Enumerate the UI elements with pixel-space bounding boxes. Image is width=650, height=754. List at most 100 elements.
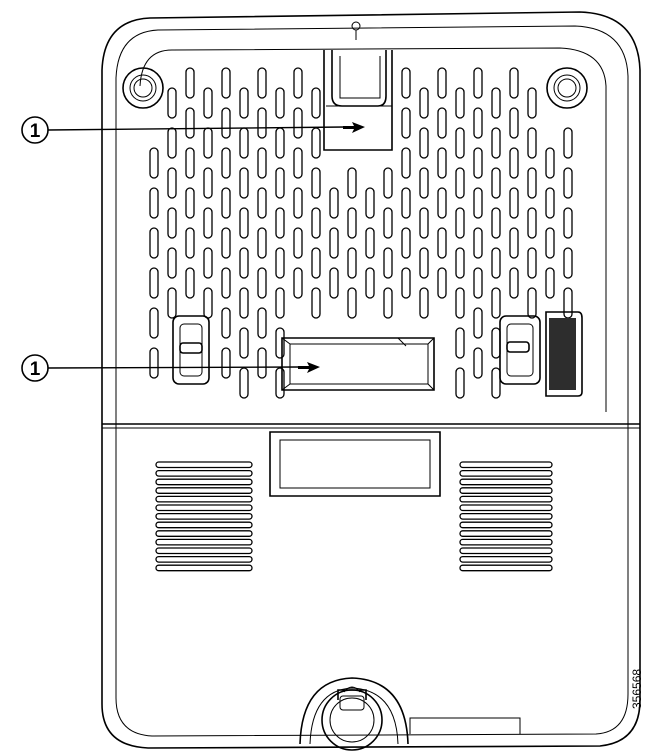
vent-slot [149, 147, 159, 179]
vent-slot [455, 327, 465, 359]
grille-slot [155, 530, 253, 537]
vent-slot [401, 187, 411, 219]
top-notch [351, 21, 361, 31]
vent-slot [293, 67, 303, 99]
grille-slot [155, 478, 253, 486]
grille-slot [459, 538, 553, 546]
vent-slot [437, 147, 447, 179]
vent-slot [383, 167, 393, 199]
vent-slot [563, 207, 573, 239]
vent-slot [275, 127, 285, 159]
callout-number: 1 [30, 121, 41, 142]
vent-slot [473, 227, 483, 259]
vent-slot [185, 267, 195, 299]
vent-slot [383, 287, 393, 319]
vent-slot [257, 187, 267, 219]
grille-slot [459, 478, 553, 486]
vent-slot [419, 207, 429, 239]
vent-slot [563, 287, 573, 319]
vent-slot [401, 227, 411, 259]
grille-slot [155, 521, 253, 529]
grille-slot [459, 512, 553, 520]
vent-slot [491, 287, 501, 319]
vent-slot [275, 87, 285, 119]
vent-slot [563, 167, 573, 199]
vent-slot [221, 107, 231, 139]
vent-slot [509, 147, 519, 179]
vent-slot [419, 127, 429, 159]
vent-slot [257, 67, 267, 99]
vent-slot [491, 327, 501, 359]
vent-slot [167, 167, 177, 199]
vent-slot [293, 147, 303, 179]
vent-slot [491, 87, 501, 119]
vent-slot [455, 287, 465, 319]
vent-slot [239, 327, 249, 359]
vent-slot [329, 227, 339, 259]
cable-guide [299, 677, 409, 751]
vent-slot [257, 347, 267, 379]
vent-slot [257, 267, 267, 299]
vent-slot [167, 127, 177, 159]
grille-slot [155, 504, 253, 512]
grille-slot [459, 555, 553, 563]
vent-slot [527, 247, 537, 279]
grille-slot [155, 547, 253, 555]
vent-slot [491, 367, 501, 399]
grille-slot [155, 461, 253, 469]
left-latch [172, 315, 210, 385]
vent-slot [563, 247, 573, 279]
vent-slot [437, 107, 447, 139]
vent-slot [185, 147, 195, 179]
vent-slot [149, 187, 159, 219]
vent-slot [347, 167, 357, 199]
vent-slot [329, 267, 339, 299]
vent-slot [401, 107, 411, 139]
lower-wall-mount-slot [281, 337, 435, 391]
vent-slot [203, 287, 213, 319]
vent-slot [311, 167, 321, 199]
vent-slot [347, 287, 357, 319]
vent-slot [275, 207, 285, 239]
vent-slot [311, 207, 321, 239]
vent-slot [311, 247, 321, 279]
vent-slot [167, 87, 177, 119]
vent-slot [347, 247, 357, 279]
grille-slot [155, 555, 253, 563]
grille-slot [459, 521, 553, 529]
vent-slot [491, 127, 501, 159]
vent-slot [383, 247, 393, 279]
vent-slot [239, 127, 249, 159]
vent-slot [437, 227, 447, 259]
speaker-grille-right [459, 461, 553, 572]
vent-slot [239, 367, 249, 399]
lower-label-recess [269, 431, 441, 497]
vent-slot [473, 347, 483, 379]
vent-slot [185, 107, 195, 139]
grille-slot [459, 469, 553, 477]
vent-slot [365, 187, 375, 219]
vent-slot [527, 87, 537, 119]
vent-slot [293, 267, 303, 299]
vent-slot [311, 287, 321, 319]
grille-slot [459, 487, 553, 494]
vent-slot [473, 147, 483, 179]
vent-slot [473, 67, 483, 99]
vent-slot [419, 167, 429, 199]
grille-slot [459, 495, 553, 503]
vent-slot [185, 187, 195, 219]
vent-slot [167, 247, 177, 279]
vent-slot [401, 67, 411, 99]
vent-slot [203, 207, 213, 239]
lower-slot-arrow [298, 362, 320, 373]
grille-slot [459, 564, 553, 572]
vent-slot [473, 307, 483, 339]
vent-slot [149, 267, 159, 299]
grille-slot [155, 469, 253, 477]
vent-slot [149, 307, 159, 339]
vent-slot [293, 187, 303, 219]
vent-slot [275, 287, 285, 319]
vent-slot [563, 127, 573, 159]
vent-slot [437, 267, 447, 299]
